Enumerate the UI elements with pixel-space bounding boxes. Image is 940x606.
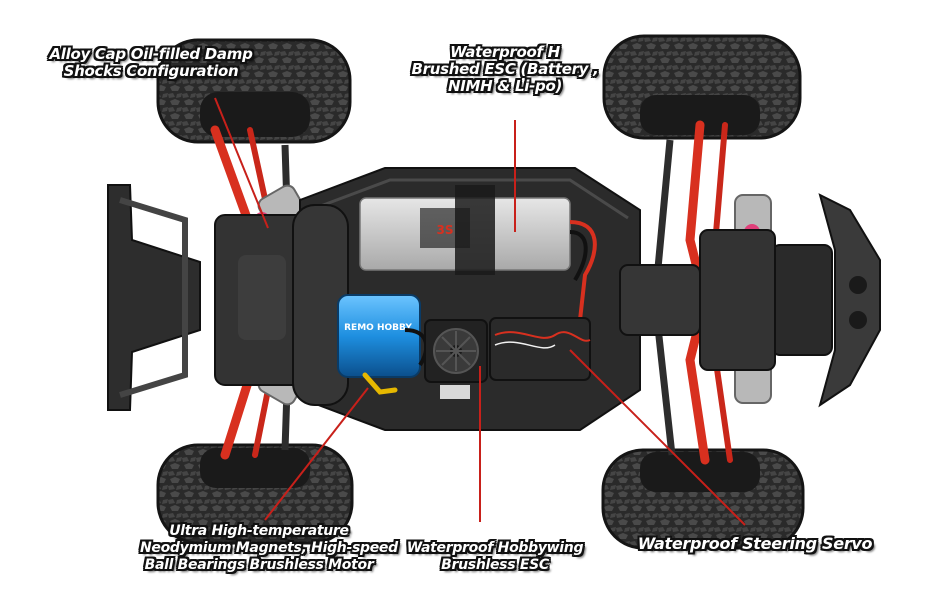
callout-esc-brushless: Waterproof Hobbywing Brushless ESC xyxy=(405,540,585,574)
callout-lines xyxy=(214,97,746,526)
callout-motor: Ultra High-temperature Neodymium Magnets… xyxy=(140,523,398,574)
tire-front-right xyxy=(602,34,802,140)
callout-esc-brushed: Waterproof H Brushed ESC (Battery , NIMH… xyxy=(400,44,610,95)
callout-motor-line-3: Ball Bearings Brushless Motor xyxy=(144,557,374,573)
callout-esc-brushed-line-2: Brushed ESC (Battery , xyxy=(411,60,599,78)
battery-pack: 3S xyxy=(359,185,597,321)
callout-motor-line-2: Neodymium Magnets, High-speed xyxy=(140,540,398,556)
callout-line-shocks xyxy=(214,97,269,229)
callout-esc-brushless-line-1: Waterproof Hobbywing xyxy=(406,540,584,556)
motor-graphic-text: REMO HOBBY xyxy=(344,323,412,333)
callout-esc-brushed-line-3: NIMH & Li-po) xyxy=(447,77,563,95)
front-bumper xyxy=(771,193,881,408)
callout-motor-line-1: Ultra High-temperature xyxy=(169,523,349,539)
callout-servo-line-1: Waterproof Steering Servo xyxy=(637,534,873,553)
callout-shocks-line-2: Shocks Configuration xyxy=(63,62,239,80)
steering-servo xyxy=(489,317,591,381)
callout-shocks-line-1: Alloy Cap Oil-filled Damp xyxy=(49,45,253,63)
battery-graphic-text: 3S xyxy=(437,223,454,237)
tire-front-left xyxy=(156,38,352,144)
callout-shocks: Alloy Cap Oil-filled Damp Shocks Configu… xyxy=(36,46,266,80)
brushless-esc xyxy=(424,319,488,399)
callout-esc-brushless-line-2: Brushless ESC xyxy=(441,557,549,573)
callout-line-servo xyxy=(569,349,746,526)
callout-esc-brushed-line-1: Waterproof H xyxy=(450,43,560,61)
callout-line-motor xyxy=(264,387,369,521)
callout-servo: Waterproof Steering Servo xyxy=(630,535,880,552)
rear-bumper xyxy=(107,184,201,411)
brushless-motor: REMO HOBBY xyxy=(337,294,429,395)
